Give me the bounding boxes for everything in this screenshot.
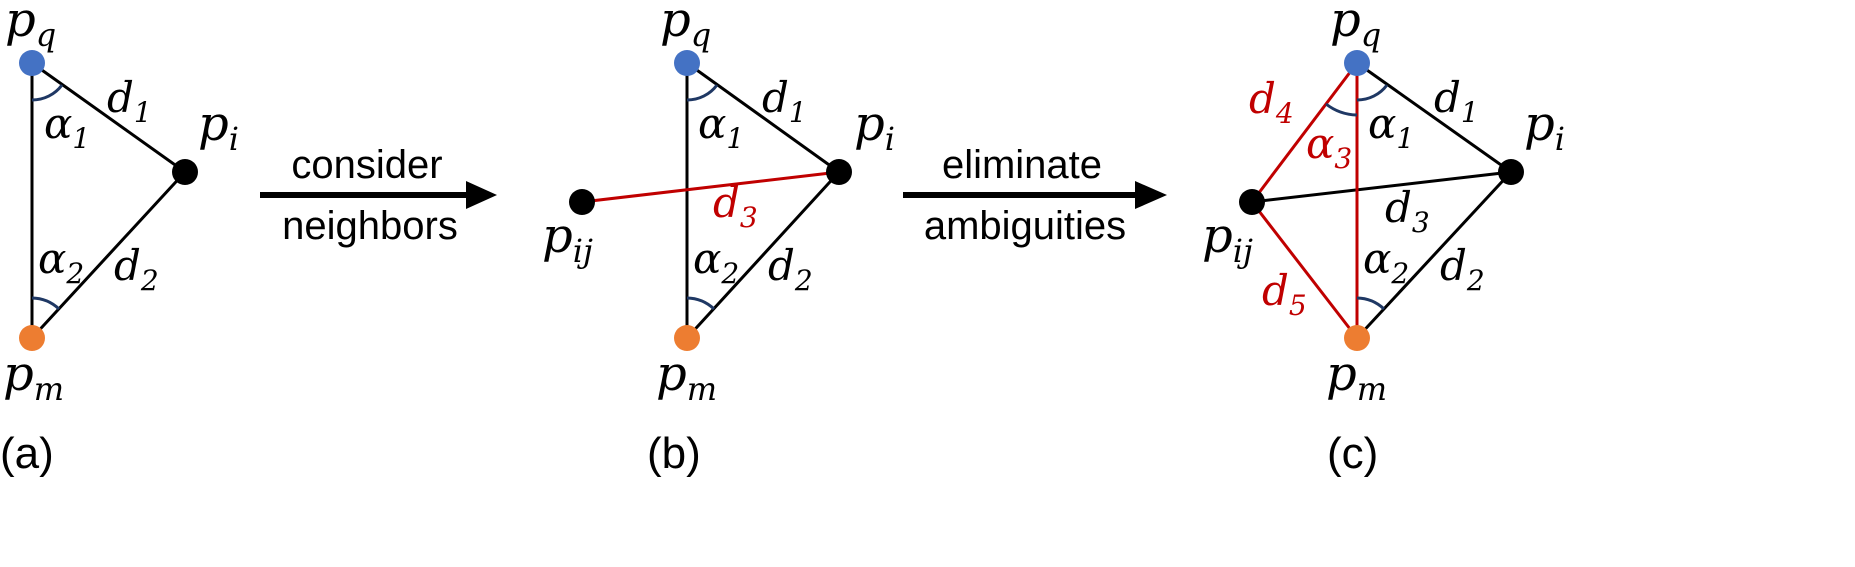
arrow2-line2: ambiguities: [924, 204, 1126, 248]
edge-d3: [1251, 170, 1512, 204]
edge-d2: [1355, 170, 1513, 340]
label-pq: pq: [1330, 0, 1381, 54]
arrow2-line1: eliminate: [942, 143, 1102, 187]
label-d1: d1: [762, 73, 807, 129]
angle-arc-alpha2: [31, 296, 61, 311]
arrow-consider-neighbors: consider neighbors: [260, 143, 497, 248]
label-d1: d1: [1434, 73, 1479, 129]
label-d4: d4: [1249, 74, 1294, 130]
angle-arc-alpha1: [1356, 84, 1389, 102]
label-d3: d3: [713, 178, 758, 234]
caption-b: (b): [647, 429, 701, 478]
angle-arc-alpha2: [1356, 296, 1386, 311]
label-pq: pq: [5, 0, 56, 54]
arrow1-line1: consider: [291, 143, 442, 187]
arrow-eliminate-ambiguities: eliminate ambiguities: [903, 143, 1167, 248]
label-pi: pi: [1524, 96, 1565, 158]
label-alpha1: α1: [44, 99, 90, 155]
angle-arc-alpha1: [31, 84, 64, 102]
panel-b: pq pm pi pij d1 d2 d3 α1 α2 (b): [542, 0, 895, 478]
edge-d2: [685, 170, 841, 340]
node-pq: [19, 50, 45, 76]
label-alpha1: α1: [698, 99, 744, 155]
node-pq: [674, 50, 700, 76]
node-pm: [674, 325, 700, 351]
label-pm: pm: [1326, 346, 1387, 408]
arrow2-head: [1135, 181, 1167, 209]
node-pi: [1498, 159, 1524, 185]
panel-a: pq pm pi d1 d2 α1 α2 (a): [0, 0, 239, 478]
label-d1: d1: [107, 73, 152, 129]
node-pi: [172, 159, 198, 185]
label-alpha1: α1: [1368, 99, 1414, 155]
label-d3: d3: [1385, 183, 1430, 239]
label-pm: pm: [656, 346, 717, 408]
label-pm: pm: [3, 346, 64, 408]
label-pij: pij: [542, 208, 593, 270]
edge-d3: [581, 170, 840, 204]
label-d2: d2: [768, 241, 813, 297]
arrow1-line2: neighbors: [282, 204, 458, 248]
label-alpha2: α2: [693, 234, 739, 290]
edge-d1: [1356, 61, 1512, 174]
label-pij: pij: [1202, 208, 1253, 270]
caption-a: (a): [0, 429, 54, 478]
node-pq: [1344, 50, 1370, 76]
label-alpha2: α2: [1363, 234, 1409, 290]
panel-c: pq pm pi pij d1 d2 d3 d4 d5 α1 α2 α3 (c): [1202, 0, 1565, 478]
edge-d1: [31, 61, 186, 174]
angle-arc-alpha2: [686, 296, 716, 311]
node-pij: [569, 189, 595, 215]
edge-d5: [1250, 201, 1359, 339]
label-d2: d2: [1440, 241, 1485, 297]
edge-d2: [30, 170, 187, 340]
label-d2: d2: [114, 241, 159, 297]
edge-d1: [686, 61, 840, 174]
node-pij: [1239, 189, 1265, 215]
caption-c: (c): [1327, 429, 1378, 478]
node-pm: [19, 325, 45, 351]
label-d5: d5: [1262, 266, 1307, 322]
label-alpha2: α2: [38, 234, 84, 290]
angle-arc-alpha3: [1325, 102, 1358, 117]
arrow1-head: [466, 181, 497, 209]
angle-arc-alpha1: [686, 84, 719, 102]
label-pi: pi: [854, 96, 895, 158]
node-pm: [1344, 325, 1370, 351]
label-pi: pi: [198, 96, 239, 158]
edge-d4: [1250, 62, 1359, 203]
label-alpha3: α3: [1306, 119, 1352, 175]
node-pi: [826, 159, 852, 185]
label-pq: pq: [660, 0, 711, 54]
